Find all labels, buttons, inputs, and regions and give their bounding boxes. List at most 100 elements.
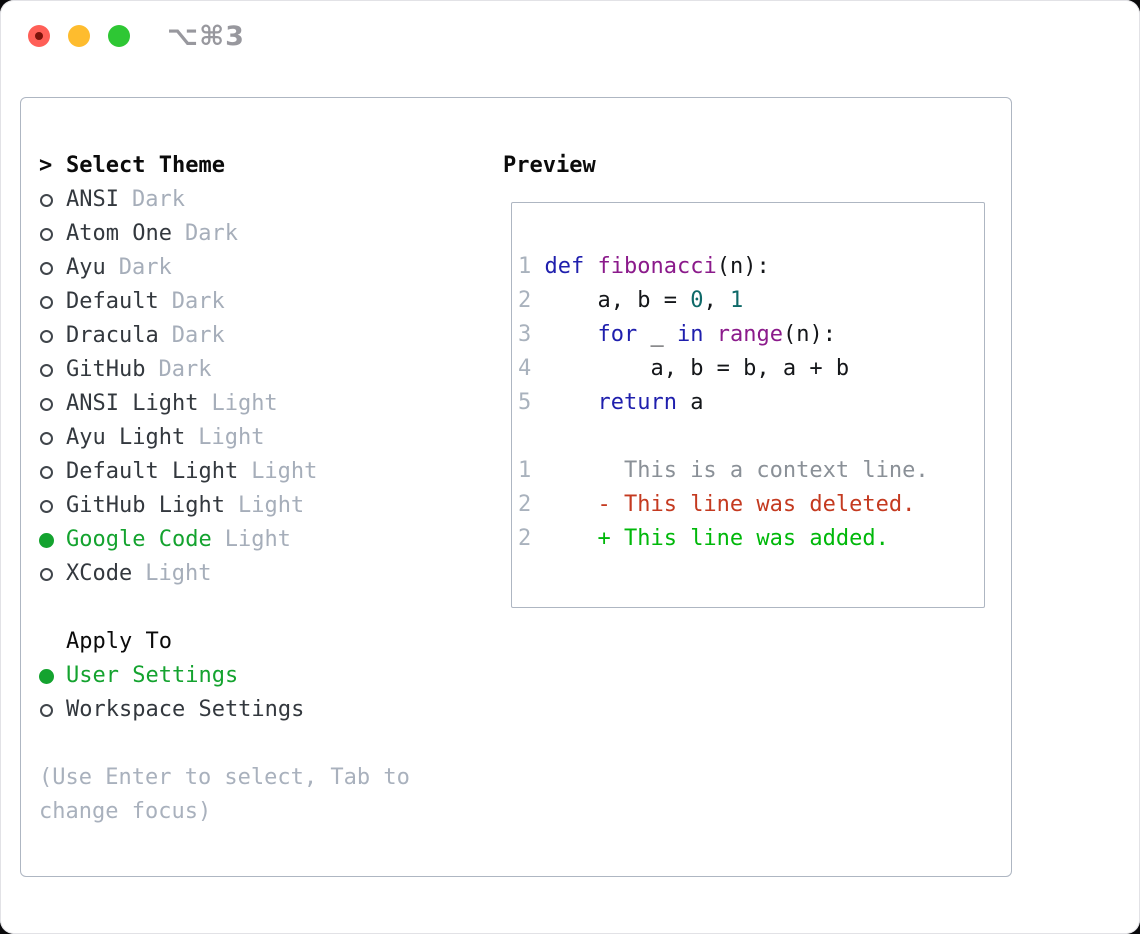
window-title: ⌥⌘3 xyxy=(167,21,245,52)
theme-option-ansi-dark[interactable]: ANSI Dark xyxy=(39,183,471,217)
theme-option-dracula-dark[interactable]: Dracula Dark xyxy=(39,319,471,353)
theme-variant: Light xyxy=(211,391,278,416)
code-token: 0 xyxy=(690,288,704,313)
code-token xyxy=(584,254,597,279)
preview-line: 2 - This line was deleted. xyxy=(518,488,978,522)
radio-cell xyxy=(39,499,66,513)
code-token: a xyxy=(676,390,704,415)
theme-name: Default Light xyxy=(66,459,239,484)
code-token: 1 xyxy=(729,288,744,313)
theme-option-default-light-light[interactable]: Default Light Light xyxy=(39,455,471,489)
preview-line: 1 def fibonacci(n): xyxy=(518,250,978,284)
code-token xyxy=(531,390,597,415)
code-token: for xyxy=(597,322,638,347)
radio-cell xyxy=(39,363,66,377)
code-token xyxy=(531,254,544,279)
theme-name: Ayu Light xyxy=(66,425,186,450)
code-token xyxy=(703,322,716,347)
radio-icon xyxy=(40,567,53,581)
spacer xyxy=(39,727,471,761)
titlebar: ⌥⌘3 xyxy=(0,0,1140,70)
radio-icon xyxy=(40,261,53,275)
radio-selected-icon xyxy=(39,532,54,548)
apply-option-label: User Settings xyxy=(66,663,239,688)
preview-line: 1 This is a context line. xyxy=(518,454,978,488)
theme-name: ANSI xyxy=(66,187,119,212)
radio-cell xyxy=(39,431,66,445)
radio-icon xyxy=(40,499,53,513)
hint-text: (Use Enter to select, Tab to change focu… xyxy=(39,765,410,824)
radio-icon xyxy=(40,363,53,377)
close-dot-icon xyxy=(35,32,43,40)
theme-option-xcode-light[interactable]: XCode Light xyxy=(39,557,471,591)
line-number: 2 xyxy=(518,288,532,313)
radio-icon xyxy=(40,465,53,479)
code-token: return xyxy=(597,390,677,415)
select-theme-header: > Select Theme xyxy=(39,149,471,183)
theme-name: Atom One xyxy=(66,221,172,246)
theme-variant: Dark xyxy=(131,187,185,212)
theme-option-github-light-light[interactable]: GitHub Light Light xyxy=(39,489,471,523)
zoom-button[interactable] xyxy=(108,25,130,47)
radio-cell xyxy=(39,397,66,411)
header-marker-cell: > xyxy=(39,149,66,183)
close-button[interactable] xyxy=(28,25,50,47)
code-token: _ xyxy=(637,322,677,347)
code-token: - This line was deleted. xyxy=(531,492,916,517)
theme-variant: Light xyxy=(251,459,318,484)
radio-cell xyxy=(39,465,66,479)
theme-name: GitHub xyxy=(66,357,146,382)
radio-cell xyxy=(39,532,66,548)
theme-name: Ayu xyxy=(66,255,106,280)
radio-cell xyxy=(39,295,66,309)
line-number: 1 xyxy=(518,254,532,279)
preview-title: Preview xyxy=(503,153,596,178)
radio-cell xyxy=(39,193,66,207)
preview-line: 2 + This line was added. xyxy=(518,522,978,556)
theme-variant: Light xyxy=(198,425,265,450)
code-token: (n): xyxy=(716,254,770,279)
select-theme-label: Select Theme xyxy=(66,153,225,178)
apply-option-label: Workspace Settings xyxy=(66,697,305,722)
theme-variant: Dark xyxy=(171,323,225,348)
line-number: 3 xyxy=(518,322,532,347)
theme-name: GitHub Light xyxy=(66,493,225,518)
minimize-button[interactable] xyxy=(68,25,90,47)
apply-option-user-settings[interactable]: User Settings xyxy=(39,659,471,693)
preview-line xyxy=(518,420,978,454)
code-token: fibonacci xyxy=(597,254,717,279)
theme-variant: Light xyxy=(145,561,212,586)
code-token: (n): xyxy=(782,322,836,347)
line-number: 4 xyxy=(518,356,532,381)
theme-option-ayu-dark[interactable]: Ayu Dark xyxy=(39,251,471,285)
apply-to-header: Apply To xyxy=(39,625,471,659)
theme-name: Google Code xyxy=(66,527,212,552)
radio-cell xyxy=(39,668,66,684)
focus-marker: > xyxy=(39,153,53,178)
theme-variant: Dark xyxy=(184,221,238,246)
theme-option-github-dark[interactable]: GitHub Dark xyxy=(39,353,471,387)
line-number: 2 xyxy=(518,492,532,517)
theme-name: Dracula xyxy=(66,323,159,348)
code-token: a, b = b, a + b xyxy=(531,356,850,381)
apply-option-workspace-settings[interactable]: Workspace Settings xyxy=(39,693,471,727)
theme-variant: Dark xyxy=(171,289,225,314)
radio-icon xyxy=(40,329,53,343)
code-token: in xyxy=(676,322,704,347)
radio-icon xyxy=(40,431,53,445)
theme-variant: Dark xyxy=(158,357,212,382)
theme-variant: Dark xyxy=(118,255,172,280)
code-token: range xyxy=(716,322,783,347)
radio-icon xyxy=(40,193,53,207)
theme-name: XCode xyxy=(66,561,133,586)
preview-line: 4 a, b = b, a + b xyxy=(518,352,978,386)
line-number: 5 xyxy=(518,390,532,415)
theme-variant: Light xyxy=(237,493,305,518)
theme-option-atom-one-dark[interactable]: Atom One Dark xyxy=(39,217,471,251)
theme-option-ayu-light-light[interactable]: Ayu Light Light xyxy=(39,421,471,455)
